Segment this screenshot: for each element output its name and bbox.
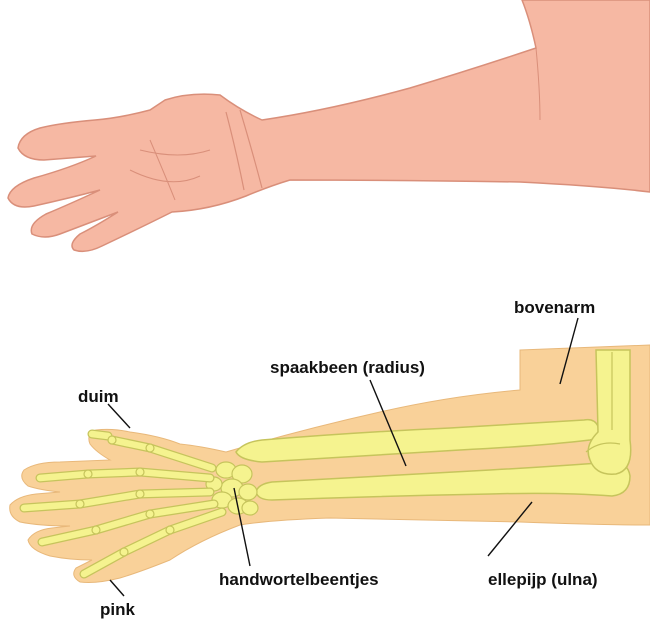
label-radius: spaakbeen (radius): [270, 358, 425, 377]
leader-little-finger: [110, 580, 124, 596]
skin-arm: [8, 0, 650, 251]
arm-silhouette: [10, 345, 650, 583]
skin-arm-illustration: [8, 0, 650, 251]
skeleton-arm-illustration: [10, 345, 650, 583]
label-thumb: duim: [78, 387, 119, 406]
leader-thumb: [108, 404, 130, 428]
label-upper-arm: bovenarm: [514, 298, 595, 317]
label-carpals: handwortelbeentjes: [219, 570, 379, 589]
label-little-finger: pink: [100, 600, 135, 619]
label-ulna: ellepijp (ulna): [488, 570, 598, 589]
